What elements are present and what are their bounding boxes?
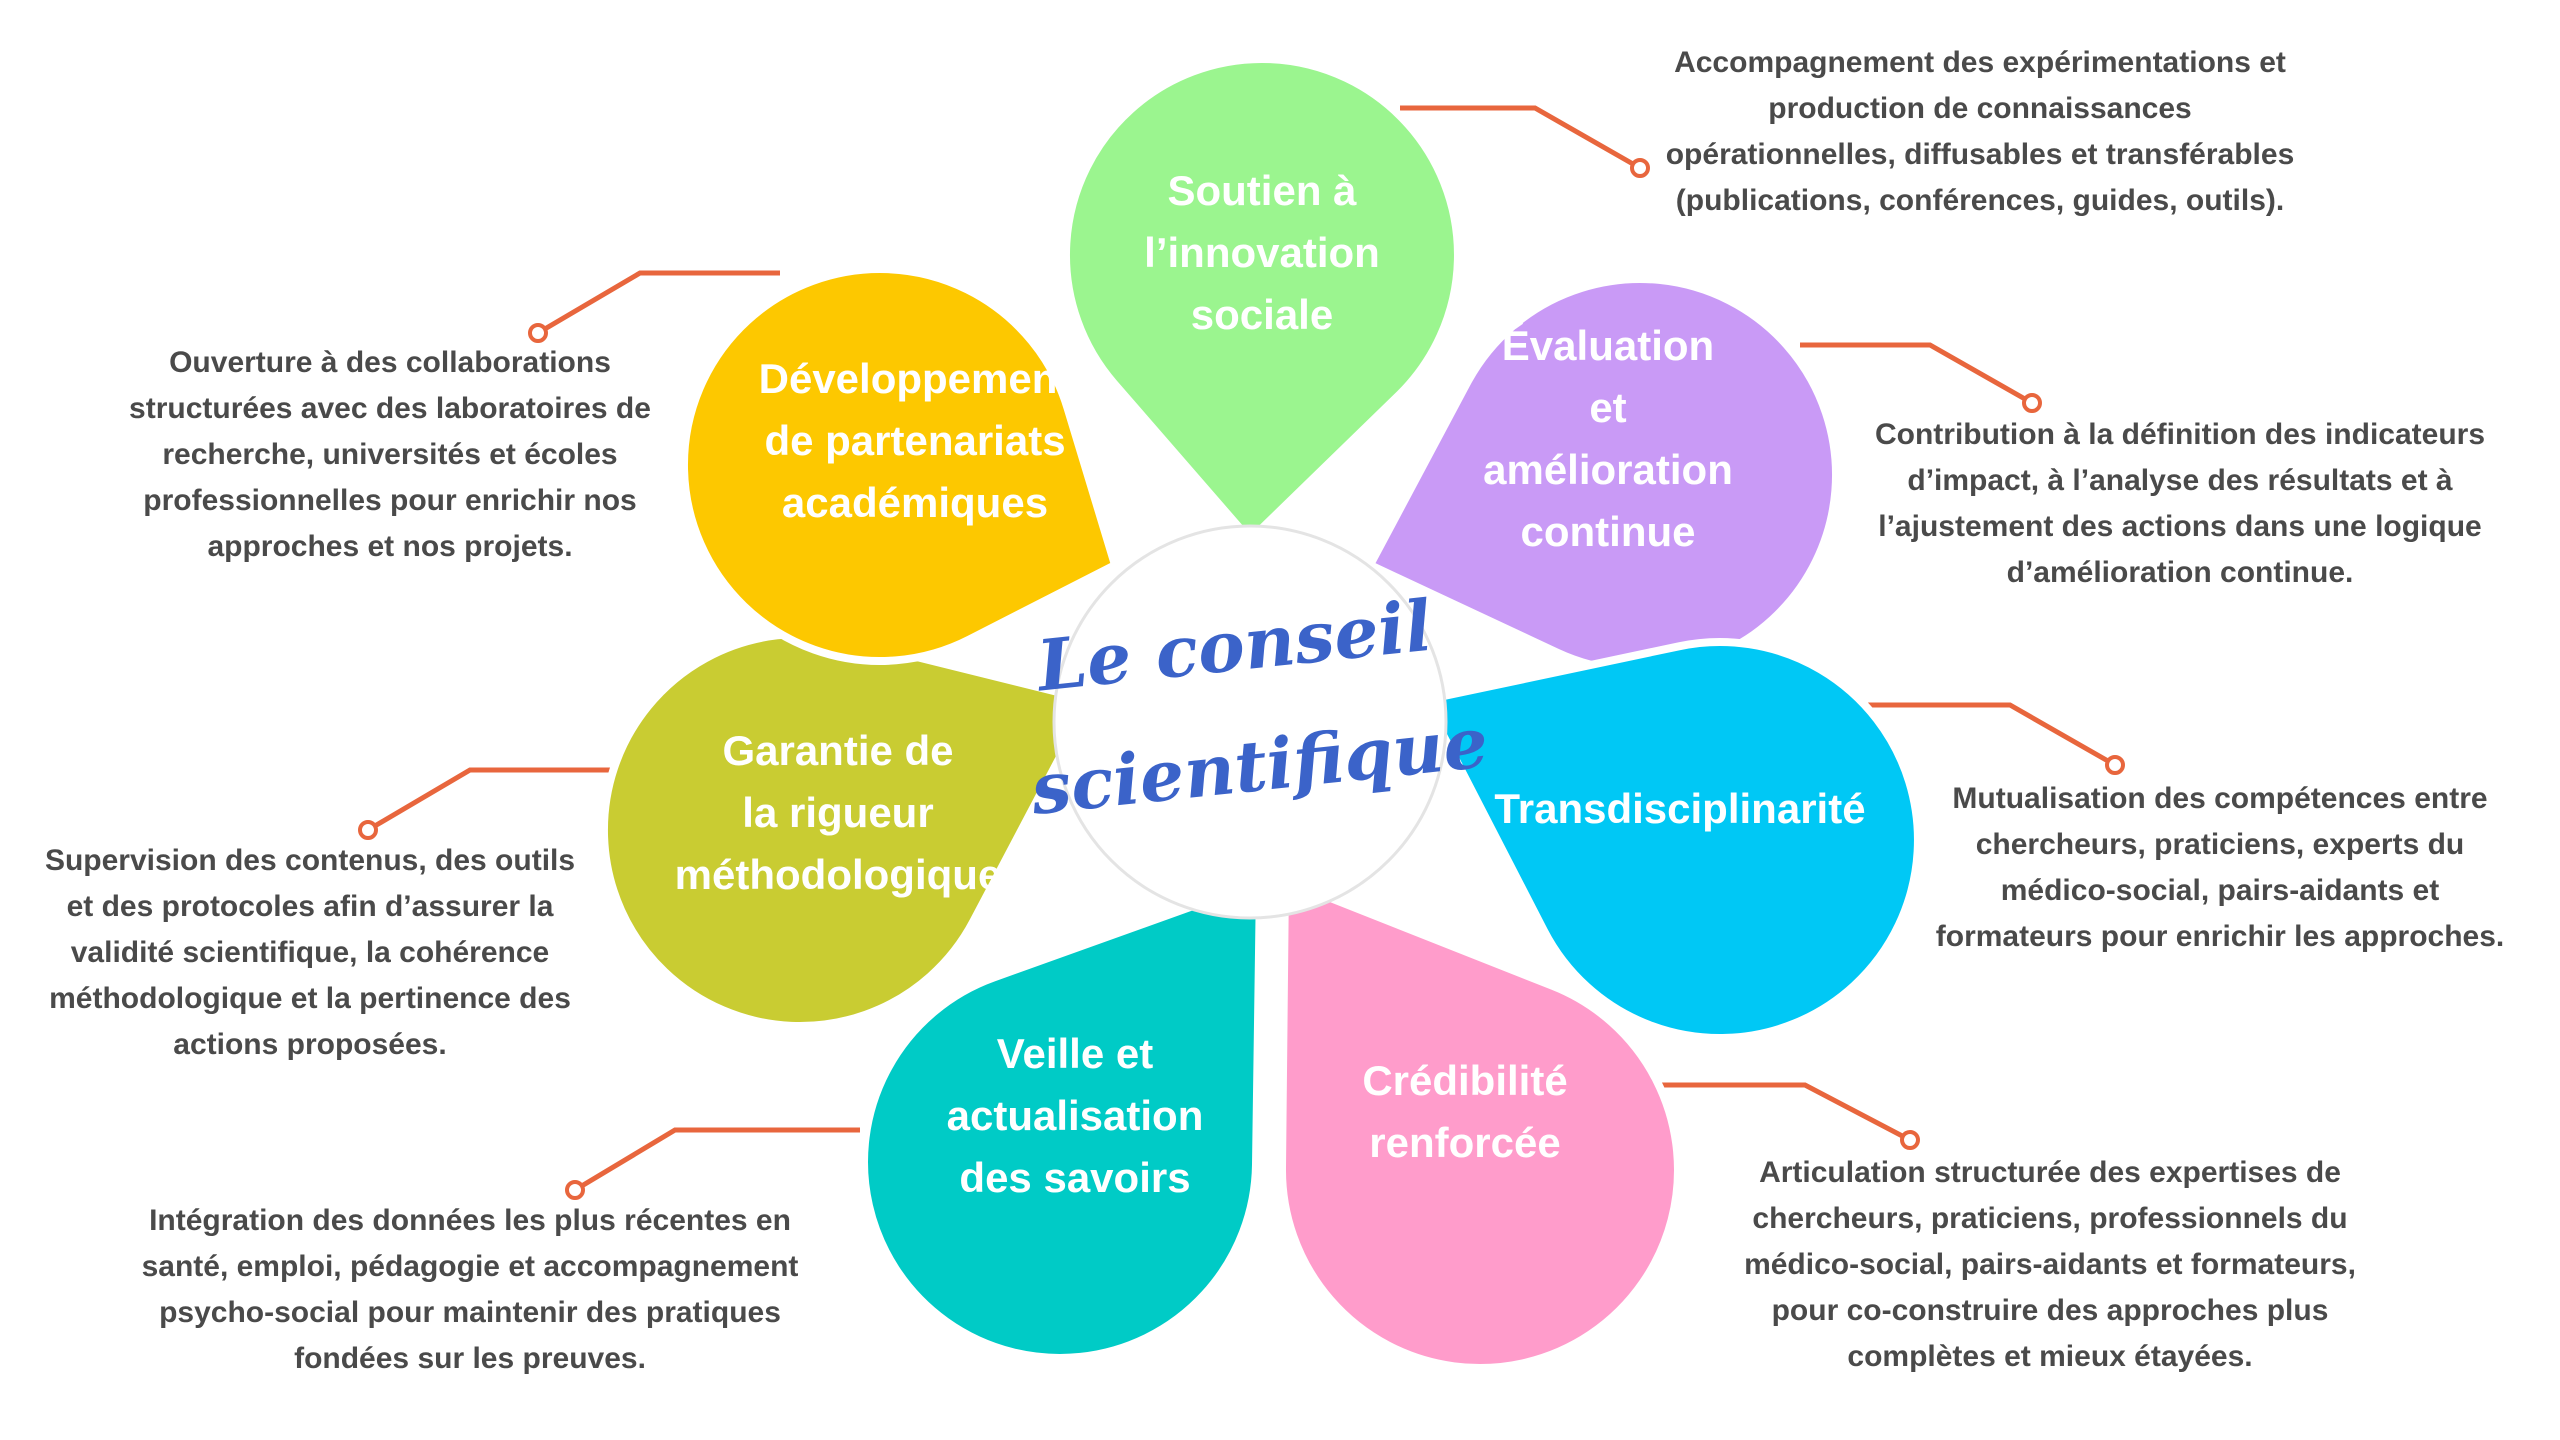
connector-dot-evaluation xyxy=(2022,393,2042,413)
description-line: d’impact, à l’analyse des résultats et à xyxy=(1907,464,2453,497)
petal-label-evaluation: amélioration xyxy=(1483,446,1733,493)
petal-label-evaluation: Évaluation xyxy=(1502,322,1714,369)
petal-label-evaluation: continue xyxy=(1521,508,1696,555)
connector-dot-garantie xyxy=(358,820,378,840)
description-line: Mutualisation des compétences entre xyxy=(1952,782,2488,815)
petal-label-credibilite: Crédibilité xyxy=(1362,1057,1567,1104)
description-line: (publications, conférences, guides, outi… xyxy=(1675,184,2285,217)
description-line: formateurs pour enrichir les approches. xyxy=(1935,920,2505,953)
petal-label-partenariats: académiques xyxy=(782,479,1048,526)
description-line: professionnelles pour enrichir nos xyxy=(143,484,637,517)
description-line: validité scientifique, la cohérence xyxy=(70,936,550,969)
description-line: complètes et mieux étayées. xyxy=(1847,1340,2253,1373)
petal-label-veille: des savoirs xyxy=(959,1154,1190,1201)
petal-shape-partenariats xyxy=(680,265,1119,665)
center-circle xyxy=(1052,524,1448,920)
description-line: d’amélioration continue. xyxy=(2006,556,2354,589)
connector-line-partenariats xyxy=(536,270,780,336)
connector-line-evaluation xyxy=(1800,342,2034,406)
description-line: actions proposées. xyxy=(173,1028,447,1061)
petal-label-partenariats: de partenariats xyxy=(764,417,1065,464)
connector-line-garantie xyxy=(366,767,610,833)
description-line: approches et nos projets. xyxy=(207,530,573,563)
connector-dot-credibilite xyxy=(1900,1130,1920,1150)
description-line: Ouverture à des collaborations xyxy=(169,346,611,379)
petal-label-garantie: méthodologique xyxy=(675,851,1002,898)
description-line: opérationnelles, diffusables et transfér… xyxy=(1665,138,2295,171)
petal-label-garantie: Garantie de xyxy=(722,727,953,774)
description-soutien: Accompagnement des expérimentations et p… xyxy=(1620,40,2340,224)
petal-label-soutien: l’innovation xyxy=(1144,229,1380,276)
description-line: médico-social, pairs-aidants et formateu… xyxy=(1744,1248,2356,1281)
connector-line-transdisciplinarite xyxy=(1865,702,2117,768)
petal-partenariats: Développement de partenariats académiques xyxy=(680,265,1119,665)
petal-label-soutien: Soutien à xyxy=(1167,167,1357,214)
connector-dot-veille xyxy=(565,1180,585,1200)
description-line: structurées avec des laboratoires de xyxy=(129,392,651,425)
petal-veille: Veille et actualisation des savoirs xyxy=(860,878,1264,1362)
petal-shape-credibilite xyxy=(1277,876,1682,1373)
description-line: production de connaissances xyxy=(1768,92,2192,125)
petal-label-veille: actualisation xyxy=(947,1092,1204,1139)
petal-soutien: Soutien à l’innovation sociale xyxy=(1061,54,1462,544)
description-line: Supervision des contenus, des outils xyxy=(44,844,576,877)
connector-line-soutien xyxy=(1400,105,1642,171)
description-veille: Intégration des données les plus récente… xyxy=(100,1198,840,1382)
description-garantie: Supervision des contenus, des outils et … xyxy=(10,838,610,1068)
petal-label-veille: Veille et xyxy=(997,1030,1153,1077)
description-line: fondées sur les preuves. xyxy=(294,1342,646,1375)
description-line: et des protocoles afin d’assurer la xyxy=(66,890,554,923)
connectors-layer xyxy=(358,105,2125,1200)
petal-shape-garantie xyxy=(599,630,1094,1030)
petal-label-credibilite: renforcée xyxy=(1369,1119,1560,1166)
petal-label-garantie: la rigueur xyxy=(742,789,933,836)
petal-shape-soutien xyxy=(1061,54,1462,544)
description-line: Articulation structurée des expertises d… xyxy=(1759,1156,2341,1189)
description-line: chercheurs, praticiens, professionnels d… xyxy=(1752,1202,2348,1235)
description-transdisciplinarite: Mutualisation des compétences entre cher… xyxy=(1900,776,2540,960)
connector-dot-transdisciplinarite xyxy=(2105,755,2125,775)
petal-transdisciplinarite: Transdisciplinarité xyxy=(1421,638,1922,1042)
petal-shape-transdisciplinarite xyxy=(1421,638,1922,1042)
connector-line-credibilite xyxy=(1650,1082,1912,1143)
description-partenariats: Ouverture à des collaborations structuré… xyxy=(90,340,690,570)
description-line: psycho-social pour maintenir des pratiqu… xyxy=(159,1296,781,1329)
petal-label-evaluation: et xyxy=(1589,384,1626,431)
petal-credibilite: Crédibilité renforcée xyxy=(1277,876,1682,1373)
description-line: médico-social, pairs-aidants et xyxy=(2000,874,2440,907)
connector-dot-soutien xyxy=(1630,158,1650,178)
petal-shape-veille xyxy=(860,878,1264,1362)
description-line: recherche, universités et écoles xyxy=(162,438,618,471)
petal-label-transdisciplinarite: Transdisciplinarité xyxy=(1494,785,1865,832)
description-line: l’ajustement des actions dans une logiqu… xyxy=(1878,510,2482,543)
description-line: méthodologique et la pertinence des xyxy=(49,982,571,1015)
description-line: chercheurs, praticiens, experts du xyxy=(1975,828,2465,861)
petal-evaluation: Évaluation et amélioration continue xyxy=(1366,275,1841,675)
description-line: Intégration des données les plus récente… xyxy=(149,1204,791,1237)
petal-garantie: Garantie de la rigueur méthodologique xyxy=(599,630,1094,1030)
petal-label-soutien: sociale xyxy=(1191,291,1333,338)
connector-dot-partenariats xyxy=(528,323,548,343)
description-credibilite: Articulation structurée des expertises d… xyxy=(1690,1150,2410,1380)
description-evaluation: Contribution à la définition des indicat… xyxy=(1830,412,2530,596)
description-line: Accompagnement des expérimentations et xyxy=(1674,46,2286,79)
petal-label-partenariats: Développement xyxy=(759,355,1072,402)
description-line: santé, emploi, pédagogie et accompagneme… xyxy=(141,1250,799,1283)
connector-line-veille xyxy=(573,1127,860,1193)
description-line: Contribution à la définition des indicat… xyxy=(1874,418,2486,451)
description-line: pour co-construire des approches plus xyxy=(1771,1294,2329,1327)
center-hub: Le conseil scientifique xyxy=(1026,524,1492,920)
